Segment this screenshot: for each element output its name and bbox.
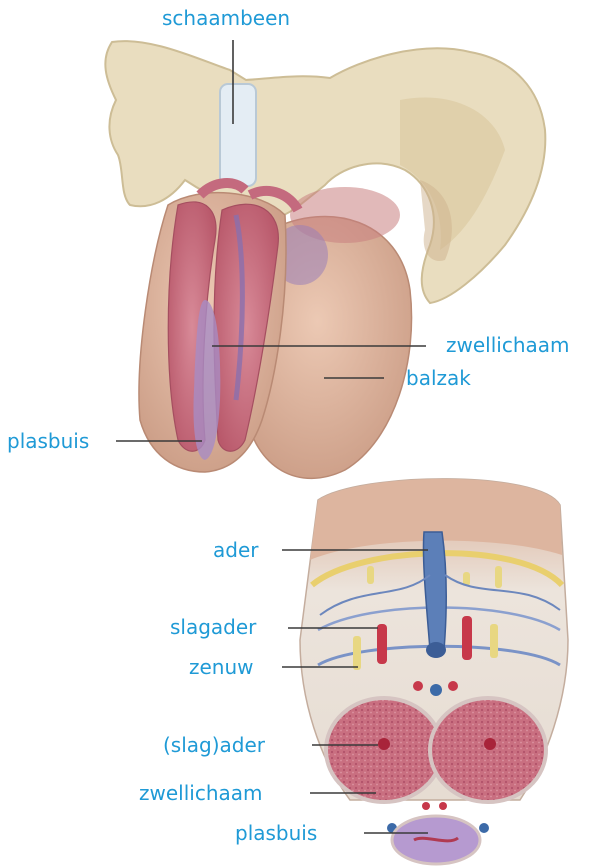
small-vessel-a [413,681,423,691]
label-slag-ader: (slag)ader [163,733,265,757]
superficial-nerve-left [367,566,374,584]
dorsal-nerve-left [353,636,361,670]
label-balzak: balzak [406,366,471,390]
dorsal-nerve-right [490,624,498,658]
small-vessel-d [422,802,430,810]
dorsal-artery-right [462,616,472,660]
small-vessel-g [479,823,489,833]
label-schaambeen: schaambeen [162,6,290,30]
label-zwellichaam-cross: zwellichaam [139,781,263,805]
pelvis-and-penis-illustration [105,41,545,478]
small-vessel-b [430,684,442,696]
superficial-nerve-right [495,566,502,588]
small-vessel-c [448,681,458,691]
label-plasbuis-top: plasbuis [7,429,89,453]
small-vessel-e [439,802,447,810]
label-ader: ader [213,538,258,562]
deep-dorsal-vein-lumen [426,642,446,658]
cross-corpus-right [430,698,546,802]
central-artery-left [378,738,390,750]
label-zenuw: zenuw [189,655,254,679]
dorsal-artery-left [377,624,387,664]
pubic-symphysis [220,84,256,186]
central-artery-right [484,738,496,750]
cross-section-illustration [300,479,568,864]
label-slagader: slagader [170,615,256,639]
label-zwellichaam-top: zwellichaam [446,333,570,357]
label-plasbuis-cross: plasbuis [235,821,317,845]
